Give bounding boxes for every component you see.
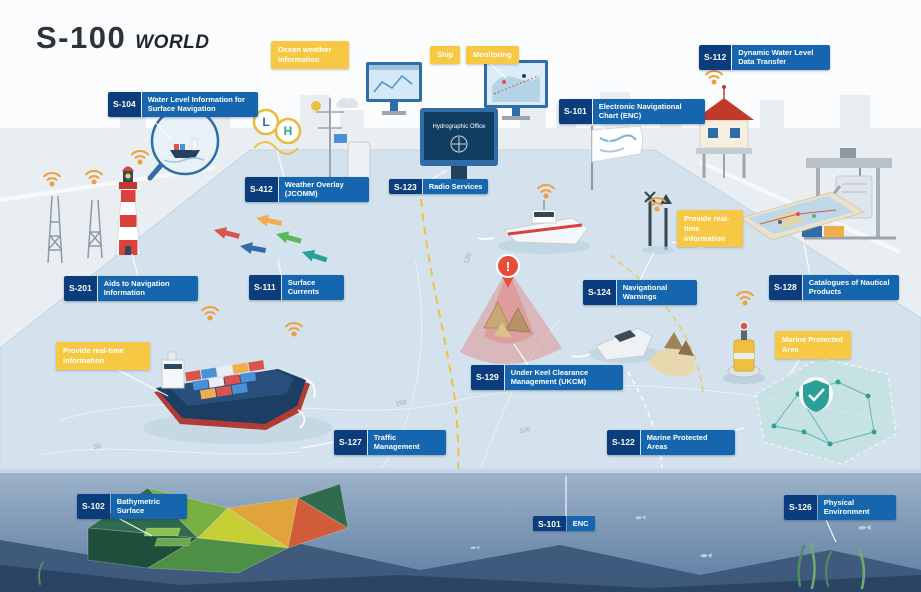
label-text: Under Keel Clearance Management (UKCM) <box>504 365 623 390</box>
page-title: S-100 WORLD <box>36 20 210 56</box>
label-code: S-128 <box>769 275 802 300</box>
depth-label: 120 <box>463 252 473 265</box>
depth-label: 50 <box>93 443 102 451</box>
label-text: Surface Currents <box>281 275 344 300</box>
label-code: S-102 <box>77 494 110 519</box>
label-code: S-101 <box>559 99 592 124</box>
patrol-boat <box>477 200 590 254</box>
depth-labels: 150 120 100 50 <box>93 252 531 451</box>
label-code: S-126 <box>784 495 817 520</box>
label-code: S-112 <box>699 45 732 70</box>
marine-protected-zone <box>755 357 897 465</box>
label-code: S-123 <box>389 179 422 195</box>
label-text: Aids to Navigation Information <box>97 276 198 301</box>
alert-mark: ! <box>506 259 510 274</box>
label-text: Traffic Management <box>367 430 446 455</box>
alert-zone: ! <box>460 254 562 365</box>
label-text: Navigational Warnings <box>616 280 697 305</box>
label-text: Dynamic Water Level Data Transfer <box>732 45 831 70</box>
weather-front-symbols: L H <box>252 108 302 155</box>
seaweed <box>38 542 866 590</box>
low-pressure-letter: L <box>262 115 269 129</box>
label-text: Water Level Information for Surface Navi… <box>141 92 258 117</box>
label-s112: S-112 Dynamic Water Level Data Transfer <box>699 45 831 70</box>
depth-label: 100 <box>519 426 531 435</box>
label-text: Bathymetric Surface <box>110 494 187 519</box>
label-code: S-412 <box>245 177 278 202</box>
label-code: S-111 <box>249 275 281 300</box>
label-code: S-101 <box>533 516 566 532</box>
cargo-ship <box>143 351 333 444</box>
monitor-left <box>366 62 422 115</box>
label-s201: S-201 Aids to Navigation Information <box>64 276 198 301</box>
label-s111: S-111 Surface Currents <box>249 275 344 300</box>
chart-flag <box>591 125 643 190</box>
label-code: S-129 <box>471 365 504 390</box>
buoy <box>723 321 765 384</box>
label-s123: S-123 Radio Services <box>389 179 489 195</box>
hydrographic-office-kiosk: Hydrographic Office <box>420 108 498 184</box>
callout-monitoring: Monitoring <box>466 46 519 64</box>
label-text: Electronic Navigational Chart (ENC) <box>592 99 705 124</box>
title-sub: WORLD <box>135 32 210 53</box>
route-dashes <box>419 184 704 473</box>
label-text: Radio Services <box>422 179 489 195</box>
label-s101-enc-top: S-101 Electronic Navigational Chart (ENC… <box>559 99 705 124</box>
label-s104: S-104 Water Level Information for Surfac… <box>108 92 258 117</box>
connector-lines <box>117 61 837 543</box>
label-s126: S-126 Physical Environment <box>784 495 896 520</box>
callout-ship: Ship <box>430 46 461 64</box>
callout-provide-realtime-left: Provide real-time information <box>56 342 150 370</box>
label-code: S-124 <box>583 280 616 305</box>
callout-provide-realtime-right: Provide real-time information <box>677 210 743 248</box>
tide-house <box>694 85 754 178</box>
label-text: Catalogues of Nautical Products <box>802 275 899 300</box>
label-code: S-201 <box>64 276 97 301</box>
radio-towers <box>47 195 103 264</box>
small-boat <box>571 327 660 363</box>
office-sign: Hydrographic Office <box>433 124 487 130</box>
high-pressure-letter: H <box>284 124 293 138</box>
label-text: Weather Overlay (JCOMM) <box>278 177 369 202</box>
label-s127: S-127 Traffic Management <box>334 430 446 455</box>
label-s129: S-129 Under Keel Clearance Management (U… <box>471 365 623 390</box>
depth-label: 150 <box>395 399 407 408</box>
label-s128: S-128 Catalogues of Nautical Products <box>769 275 899 300</box>
callout-ocean-weather: Ocean weather information <box>271 41 349 69</box>
chart-table <box>738 175 873 241</box>
label-text: Physical Environment <box>817 495 896 520</box>
label-s102: S-102 Bathymetric Surface <box>77 494 187 519</box>
label-code: S-122 <box>607 430 640 455</box>
label-code: S-104 <box>108 92 141 117</box>
label-text: Marine Protected Areas <box>640 430 735 455</box>
check-icon <box>808 388 825 402</box>
beacon-poles <box>642 191 674 254</box>
label-s412: S-412 Weather Overlay (JCOMM) <box>245 177 369 202</box>
label-code: S-127 <box>334 430 367 455</box>
label-s124: S-124 Navigational Warnings <box>583 280 697 305</box>
label-s122: S-122 Marine Protected Areas <box>607 430 735 455</box>
callout-marine-protected-area: Marine Protected Area <box>775 331 851 359</box>
label-s101-enc-bottom: S-101 ENC <box>533 516 595 532</box>
weather-station <box>311 98 371 188</box>
title-main: S-100 <box>36 20 127 55</box>
label-text: ENC <box>566 516 595 532</box>
sandbank <box>648 332 695 377</box>
